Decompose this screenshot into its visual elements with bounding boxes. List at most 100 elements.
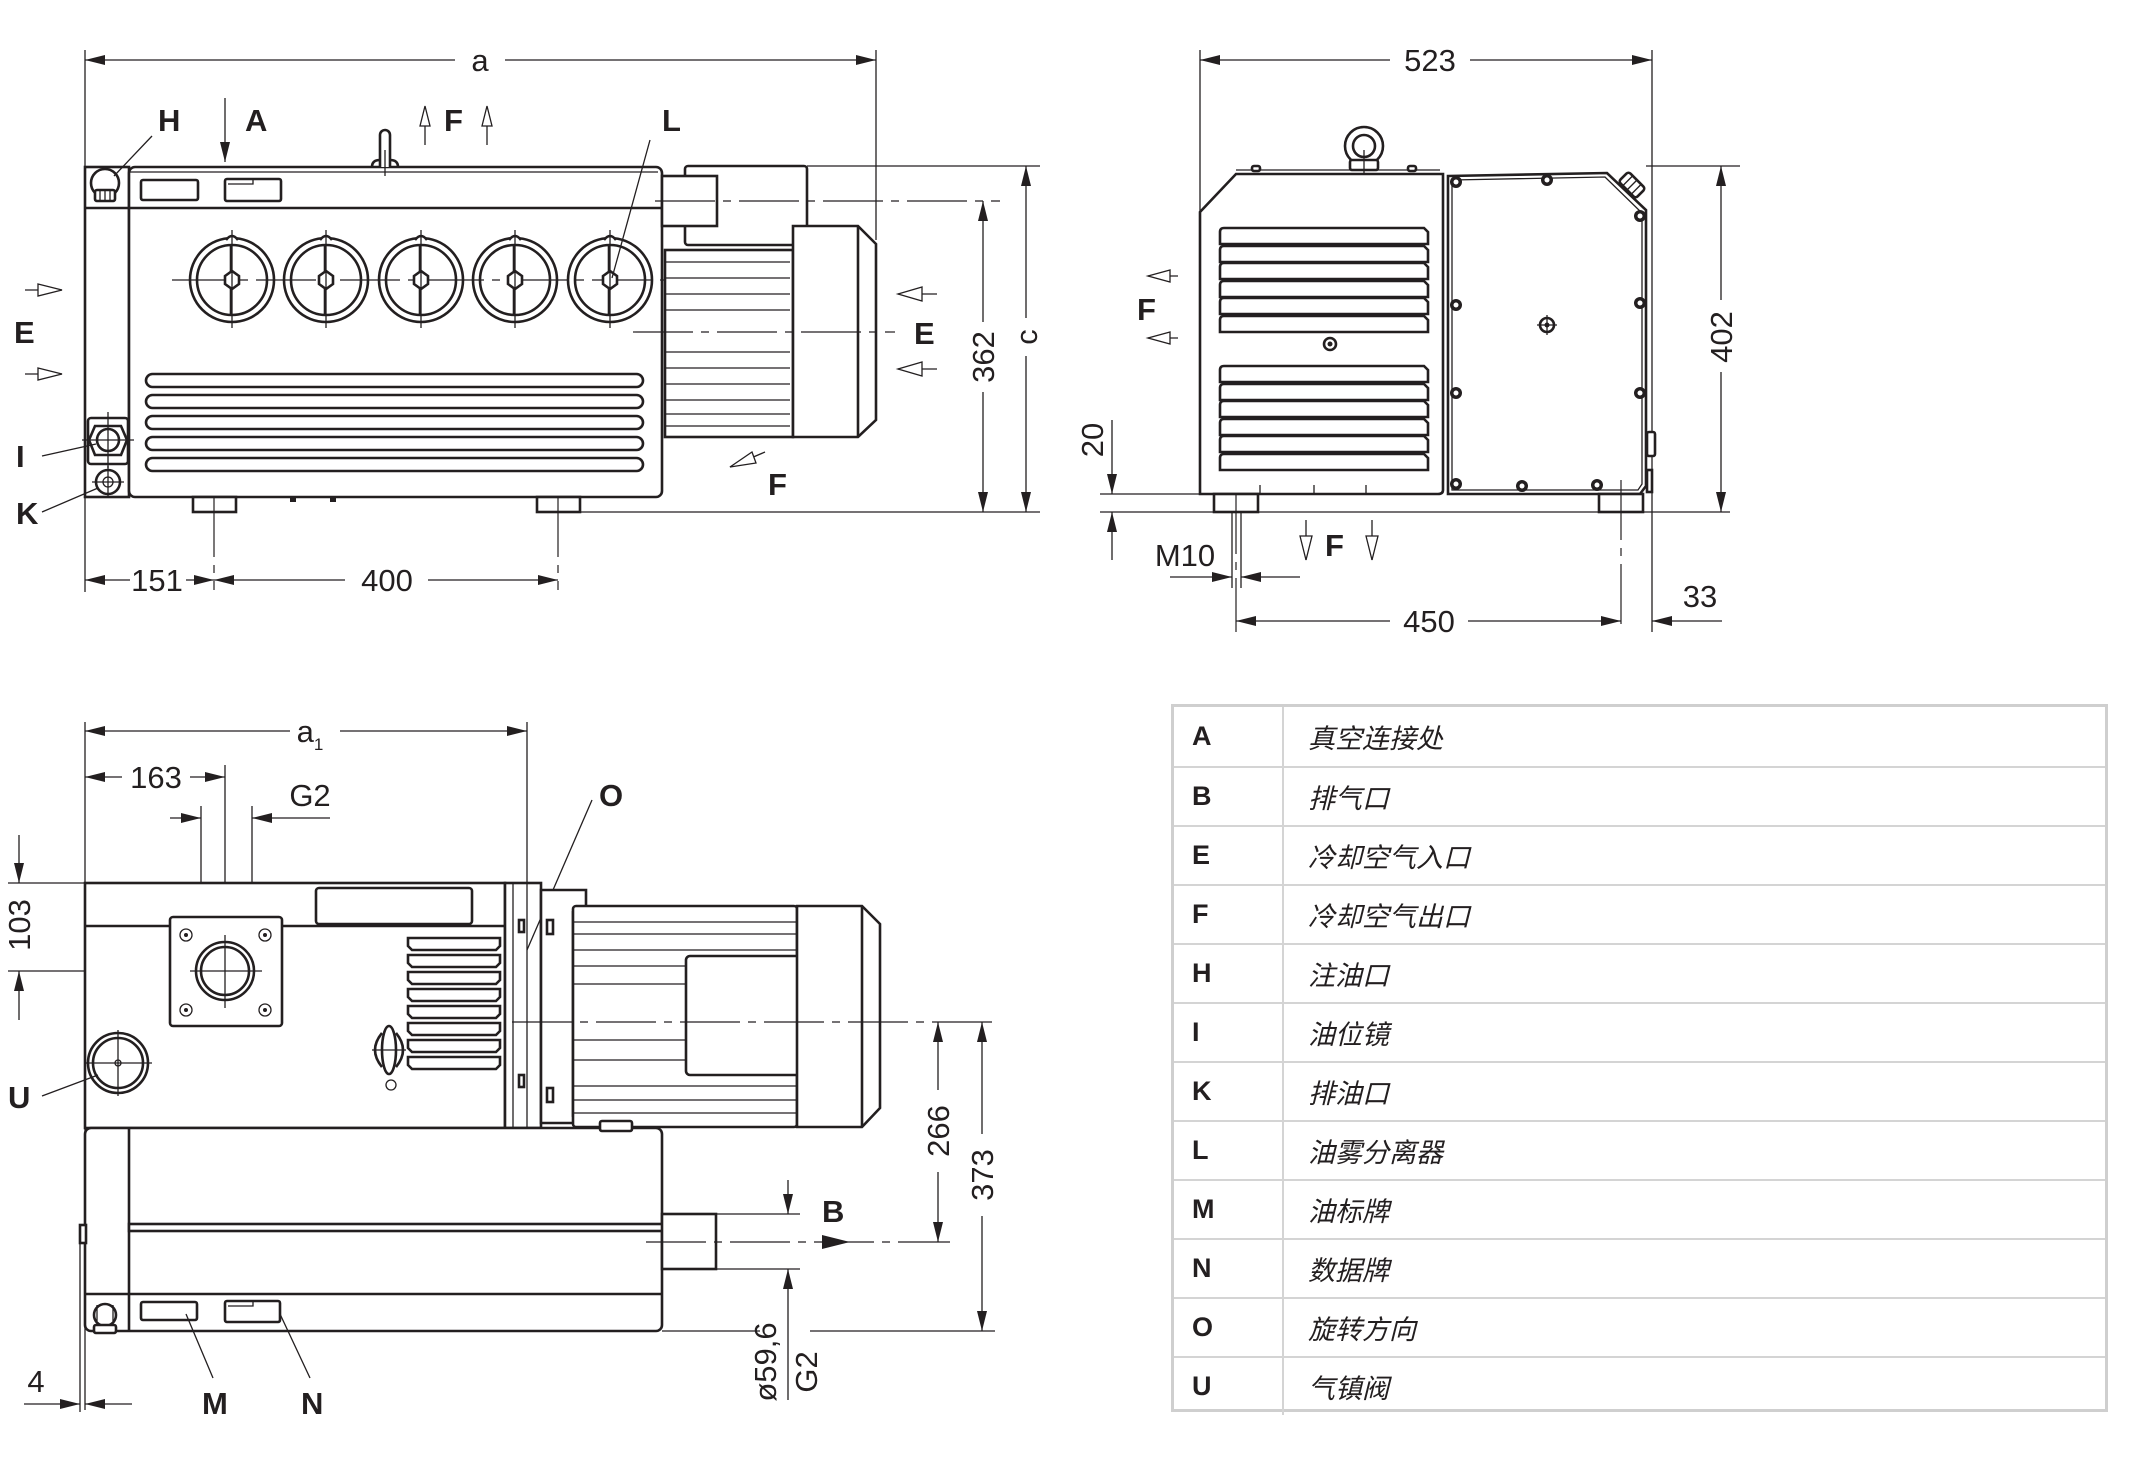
legend-description: 注油口 bbox=[1308, 961, 1389, 992]
end-fins-lower bbox=[1218, 364, 1430, 472]
dimension-outlet-diameter: ø59,6 G2 bbox=[716, 1180, 824, 1402]
pump-housing bbox=[82, 128, 670, 590]
arrow-diagonal-icon bbox=[729, 450, 766, 468]
label-F-motor: F bbox=[768, 467, 787, 502]
oil-fill-knob-icon bbox=[1618, 171, 1646, 199]
eye-bolt-icon bbox=[1343, 125, 1385, 175]
legend-row: U 气镇阀 bbox=[1174, 1356, 2105, 1415]
oil-fill-knob-icon bbox=[89, 167, 121, 203]
legend-key: I bbox=[1174, 1004, 1284, 1061]
cooling-slots bbox=[144, 372, 645, 473]
dimension-450-label: 450 bbox=[1403, 604, 1455, 639]
arrow-up-icon bbox=[419, 105, 493, 145]
oil-drain-icon bbox=[92, 466, 124, 498]
label-E-left: E bbox=[14, 315, 35, 350]
oil-label-plate bbox=[139, 1300, 199, 1322]
dimension-266-label: 266 bbox=[921, 1105, 956, 1157]
label-F-bottom: F bbox=[1325, 528, 1344, 563]
top-motor bbox=[512, 888, 1000, 1129]
label-F-top: F bbox=[444, 103, 463, 138]
dimension-outlet-height: 266 373 bbox=[662, 1022, 1000, 1332]
lifting-handle-icon bbox=[370, 128, 400, 176]
legend-row: M 油标牌 bbox=[1174, 1179, 2105, 1238]
label-F-side: F bbox=[1137, 292, 1156, 327]
legend-description: 数据牌 bbox=[1308, 1256, 1389, 1287]
dimension-400-label: 400 bbox=[361, 563, 413, 598]
legend-description: 排油口 bbox=[1308, 1079, 1389, 1110]
dimension-G2-inlet-label: G2 bbox=[289, 778, 330, 813]
dimension-height: 362 c bbox=[560, 165, 1044, 513]
dimension-feet: 151 400 bbox=[84, 497, 558, 598]
legend-key: F bbox=[1174, 886, 1284, 943]
arrow-right-icon bbox=[25, 283, 63, 381]
name-plate bbox=[314, 886, 474, 926]
dimension-M10-label: M10 bbox=[1155, 538, 1215, 573]
label-K: K bbox=[16, 496, 39, 531]
legend-key: A bbox=[1174, 707, 1284, 766]
dimension-4-label: 4 bbox=[27, 1364, 44, 1399]
inlet-flange bbox=[168, 915, 284, 1028]
legend-description: 排气口 bbox=[1308, 784, 1389, 815]
legend-key: B bbox=[1174, 768, 1284, 825]
legend-key: O bbox=[1174, 1299, 1284, 1356]
oil-label-plate bbox=[139, 178, 200, 202]
exhaust-callout: B bbox=[822, 1194, 850, 1249]
gas-ballast-valve-icon bbox=[85, 1030, 152, 1096]
legend-description: 油雾分离器 bbox=[1308, 1138, 1443, 1169]
arrow-down-icon bbox=[1299, 520, 1379, 561]
legend-description: 真空连接处 bbox=[1308, 724, 1443, 755]
dimension-20-label: 20 bbox=[1075, 423, 1110, 457]
end-cover bbox=[1446, 171, 1657, 496]
dimension-523-label: 523 bbox=[1404, 43, 1456, 78]
legend-row: B 排气口 bbox=[1174, 766, 2105, 825]
dimension-402: 402 bbox=[1704, 166, 1739, 512]
dimension-M10: M10 bbox=[1155, 512, 1300, 588]
arrow-left-icon bbox=[895, 286, 937, 377]
dimension-450: 450 bbox=[1236, 604, 1621, 639]
dimension-151-label: 151 bbox=[131, 563, 183, 598]
label-E-right: E bbox=[914, 316, 935, 351]
legend-row: A 真空连接处 bbox=[1174, 707, 2105, 766]
dimension-diameter-label: ø59,6 bbox=[748, 1322, 783, 1401]
dimension-33-label: 33 bbox=[1683, 579, 1717, 614]
legend-key: H bbox=[1174, 945, 1284, 1002]
bolt-circles bbox=[172, 228, 670, 330]
oil-fill-knob-icon bbox=[92, 1302, 118, 1335]
pump-top-block: O U bbox=[8, 778, 623, 1130]
label-M: M bbox=[202, 1386, 228, 1421]
legend-row: K 排油口 bbox=[1174, 1061, 2105, 1120]
legend-row: H 注油口 bbox=[1174, 943, 2105, 1002]
side-view: a bbox=[14, 43, 1044, 598]
label-H: H bbox=[158, 103, 180, 138]
dimension-163-label: 163 bbox=[130, 760, 182, 795]
dimension-a: a bbox=[84, 43, 877, 240]
legend-key: K bbox=[1174, 1063, 1284, 1120]
dimension-G2-outlet-label: G2 bbox=[789, 1351, 824, 1392]
label-O: O bbox=[599, 778, 623, 813]
end-view: 523 bbox=[1075, 43, 1740, 639]
dimension-33: 33 bbox=[1652, 579, 1722, 626]
legend-key: U bbox=[1174, 1358, 1284, 1415]
legend-description: 油标牌 bbox=[1308, 1197, 1389, 1228]
dimension-373-label: 373 bbox=[965, 1149, 1000, 1201]
label-U: U bbox=[8, 1080, 30, 1115]
label-L: L bbox=[662, 103, 681, 138]
legend-key: E bbox=[1174, 827, 1284, 884]
dimension-402-label: 402 bbox=[1704, 311, 1739, 363]
arrow-left-icon bbox=[1145, 269, 1178, 345]
top-view: a1 163 G2 103 bbox=[2, 714, 1000, 1421]
label-I: I bbox=[16, 439, 25, 474]
legend-key: M bbox=[1174, 1181, 1284, 1238]
legend-key: L bbox=[1174, 1122, 1284, 1179]
legend-description: 旋转方向 bbox=[1308, 1315, 1416, 1346]
data-plate bbox=[223, 177, 283, 203]
legend-row: L 油雾分离器 bbox=[1174, 1120, 2105, 1179]
dimension-c-label: c bbox=[1009, 329, 1044, 345]
legend-key: N bbox=[1174, 1240, 1284, 1297]
legend-description: 气镇阀 bbox=[1308, 1374, 1389, 1405]
label-N: N bbox=[301, 1386, 323, 1421]
